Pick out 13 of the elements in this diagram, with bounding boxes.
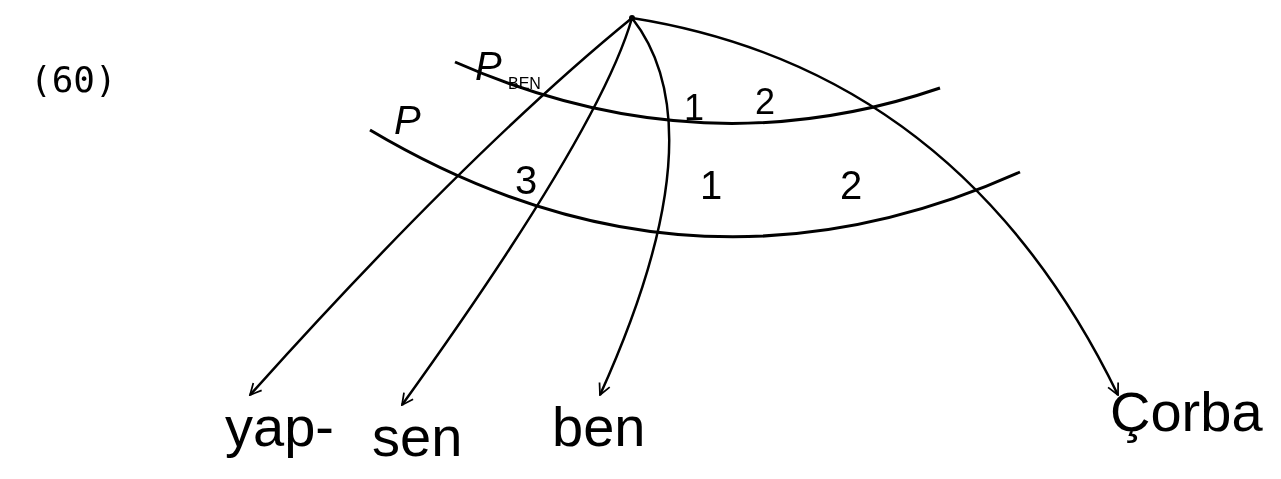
relation-label: 1	[684, 90, 705, 126]
arrow	[249, 17, 633, 396]
word-label: ben	[552, 395, 646, 459]
relation-label: 2	[755, 84, 776, 120]
word-label: yap-	[225, 395, 334, 459]
relation-label: 1	[700, 165, 723, 205]
word-label: Çorba	[1110, 380, 1263, 444]
relation-label: 2	[840, 165, 863, 205]
example-number: (60)	[30, 62, 117, 98]
root-point	[629, 15, 635, 21]
relation-label: 3	[515, 160, 538, 200]
relation-label: P	[394, 100, 421, 140]
word-label: sen	[372, 405, 463, 469]
